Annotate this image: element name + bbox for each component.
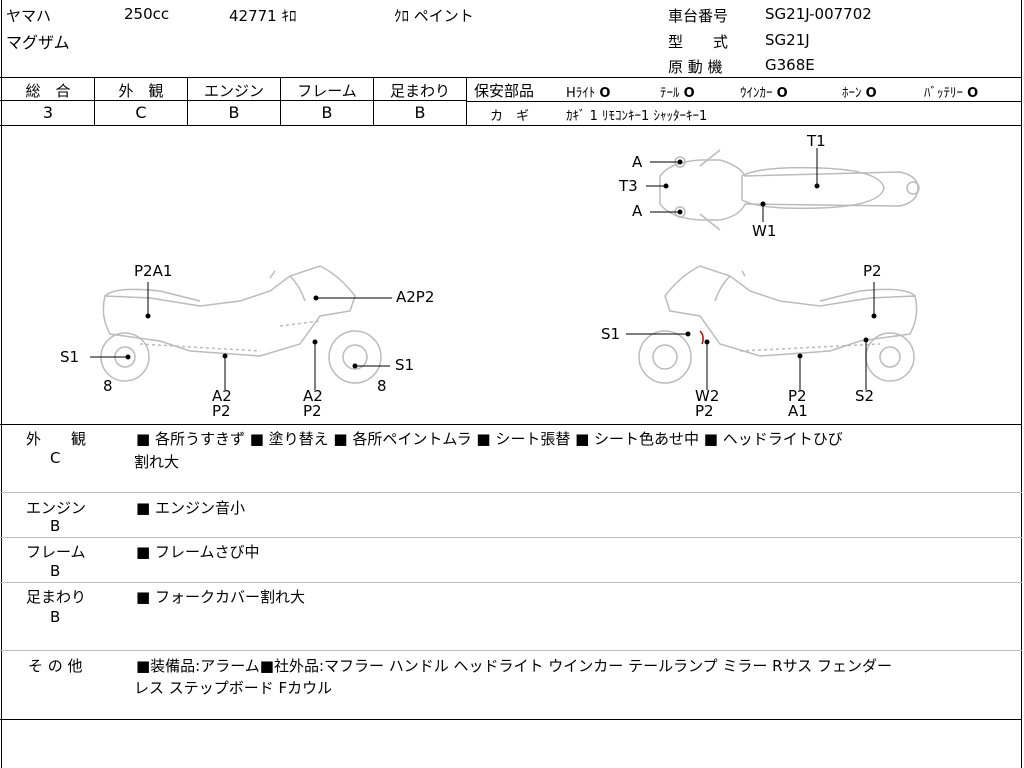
rule-diagram-bottom xyxy=(0,424,1022,425)
grade-sep-5 xyxy=(466,77,467,125)
label-a2-1: A2 xyxy=(212,387,232,405)
grade-suspension-label: 足まわり xyxy=(389,82,450,100)
key-value: ｶｷﾞ 1 ﾘﾓｺﾝｷｰ1 ｼｬｯﾀｰｷｰ1 xyxy=(566,109,708,124)
detail-exterior-text: ■ 各所うすきず ■ 塗り替え ■ 各所ペイントムラ ■ シート張替 ■ シート… xyxy=(136,430,843,448)
safety-item-battery: ﾊﾞｯﾃﾘｰ O xyxy=(924,86,979,101)
rule-safety-mid xyxy=(467,101,1022,102)
maker: ヤマハ xyxy=(6,7,52,25)
detail-frame-text: ■ フレームさび中 xyxy=(136,543,260,561)
detail-suspension-text: ■ フォークカバー割れ大 xyxy=(136,588,305,606)
label-a1-mid: A1 xyxy=(788,402,808,420)
safety-label: 保安部品 xyxy=(474,82,535,100)
label-t1: T1 xyxy=(807,132,826,150)
label-8-left: 8 xyxy=(103,377,113,395)
safety-item-winker: ｳｲﾝｶｰ O xyxy=(740,86,788,101)
label-a-bottom: A xyxy=(632,202,643,220)
label-p2-mid: P2 xyxy=(788,387,807,405)
detail-engine-category: エンジン xyxy=(26,499,87,517)
detail-suspension-category: 足まわり xyxy=(26,588,87,606)
type-value: SG21J xyxy=(765,31,810,49)
grade-frame-value: B xyxy=(321,103,333,122)
label-t3: T3 xyxy=(619,177,638,195)
grade-sep-4 xyxy=(373,77,374,125)
detail-engine-grade: B xyxy=(50,517,61,535)
label-p2a1: P2A1 xyxy=(134,262,173,280)
grade-total-value: 3 xyxy=(42,103,54,122)
grade-total-label: 総 合 xyxy=(25,82,71,100)
key-label: カ ギ xyxy=(490,109,530,124)
label-p2-w2: P2 xyxy=(695,402,714,420)
safety-item-headlight: Hﾗｲﾄ O xyxy=(566,86,611,101)
detail-frame-category: フレーム xyxy=(26,543,86,561)
detail-exterior-category: 外 観 xyxy=(26,430,87,448)
label-p2-1: P2 xyxy=(212,402,231,420)
detail-other-text: ■装備品:アラーム■社外品:マフラー ハンドル ヘッドライト ウインカー テール… xyxy=(136,657,893,675)
detail-other-category: そ の 他 xyxy=(28,657,83,675)
type-label: 型 式 xyxy=(668,33,729,51)
color: ｸﾛ ペイント xyxy=(394,7,474,25)
grade-exterior-value: C xyxy=(135,103,147,122)
chassis-label: 車台番号 xyxy=(668,7,729,25)
chassis-value: SG21J-007702 xyxy=(765,5,872,23)
label-s1-right: S1 xyxy=(395,356,415,374)
rule-grade-mid xyxy=(0,100,467,101)
scooter-diagram xyxy=(90,148,920,390)
divider-2 xyxy=(0,537,1022,538)
engine-value: G368E xyxy=(765,56,815,74)
grade-sep-3 xyxy=(280,77,281,125)
engine-label: 原 動 機 xyxy=(668,58,723,76)
detail-exterior-text2: 割れ大 xyxy=(134,453,180,471)
divider-4 xyxy=(0,650,1022,651)
displacement: 250cc xyxy=(124,5,170,23)
grade-suspension-value: B xyxy=(414,103,426,122)
divider-1 xyxy=(0,492,1022,493)
detail-frame-grade: B xyxy=(50,562,61,580)
model-name: マグザム xyxy=(6,33,70,52)
safety-item-tail: ﾃｰﾙ O xyxy=(660,86,695,101)
right-border xyxy=(1021,0,1022,768)
rule-details-bottom xyxy=(0,719,1022,720)
label-s1-rightbike: S1 xyxy=(601,325,621,343)
label-s1-left: S1 xyxy=(60,348,80,366)
label-p2-top-right: P2 xyxy=(863,262,882,280)
label-p2-2: P2 xyxy=(303,402,322,420)
grade-sep-2 xyxy=(187,77,188,125)
rule-grades-bottom xyxy=(0,125,1022,126)
rule-header xyxy=(0,77,1022,78)
detail-other-text2: レス ステップボード Fカウル xyxy=(134,679,333,697)
grade-sep-1 xyxy=(94,77,95,125)
label-w1: W1 xyxy=(752,222,777,240)
grade-frame-label: フレーム xyxy=(297,82,357,100)
label-a2p2: A2P2 xyxy=(396,288,435,306)
grade-exterior-label: 外 観 xyxy=(118,82,164,100)
label-s2: S2 xyxy=(855,387,875,405)
detail-exterior-grade: C xyxy=(50,449,61,467)
left-border xyxy=(1,0,2,768)
grade-engine-value: B xyxy=(228,103,240,122)
safety-item-horn: ﾎｰﾝ O xyxy=(842,86,877,101)
detail-engine-text: ■ エンジン音小 xyxy=(136,499,245,517)
label-a2-2: A2 xyxy=(303,387,323,405)
label-8-right: 8 xyxy=(377,377,387,395)
label-a-top: A xyxy=(632,153,643,171)
divider-3 xyxy=(0,582,1022,583)
label-w2: W2 xyxy=(695,387,720,405)
mileage: 42771 ｷﾛ xyxy=(229,7,297,25)
grade-engine-label: エンジン xyxy=(203,82,264,100)
detail-suspension-grade: B xyxy=(50,608,61,626)
